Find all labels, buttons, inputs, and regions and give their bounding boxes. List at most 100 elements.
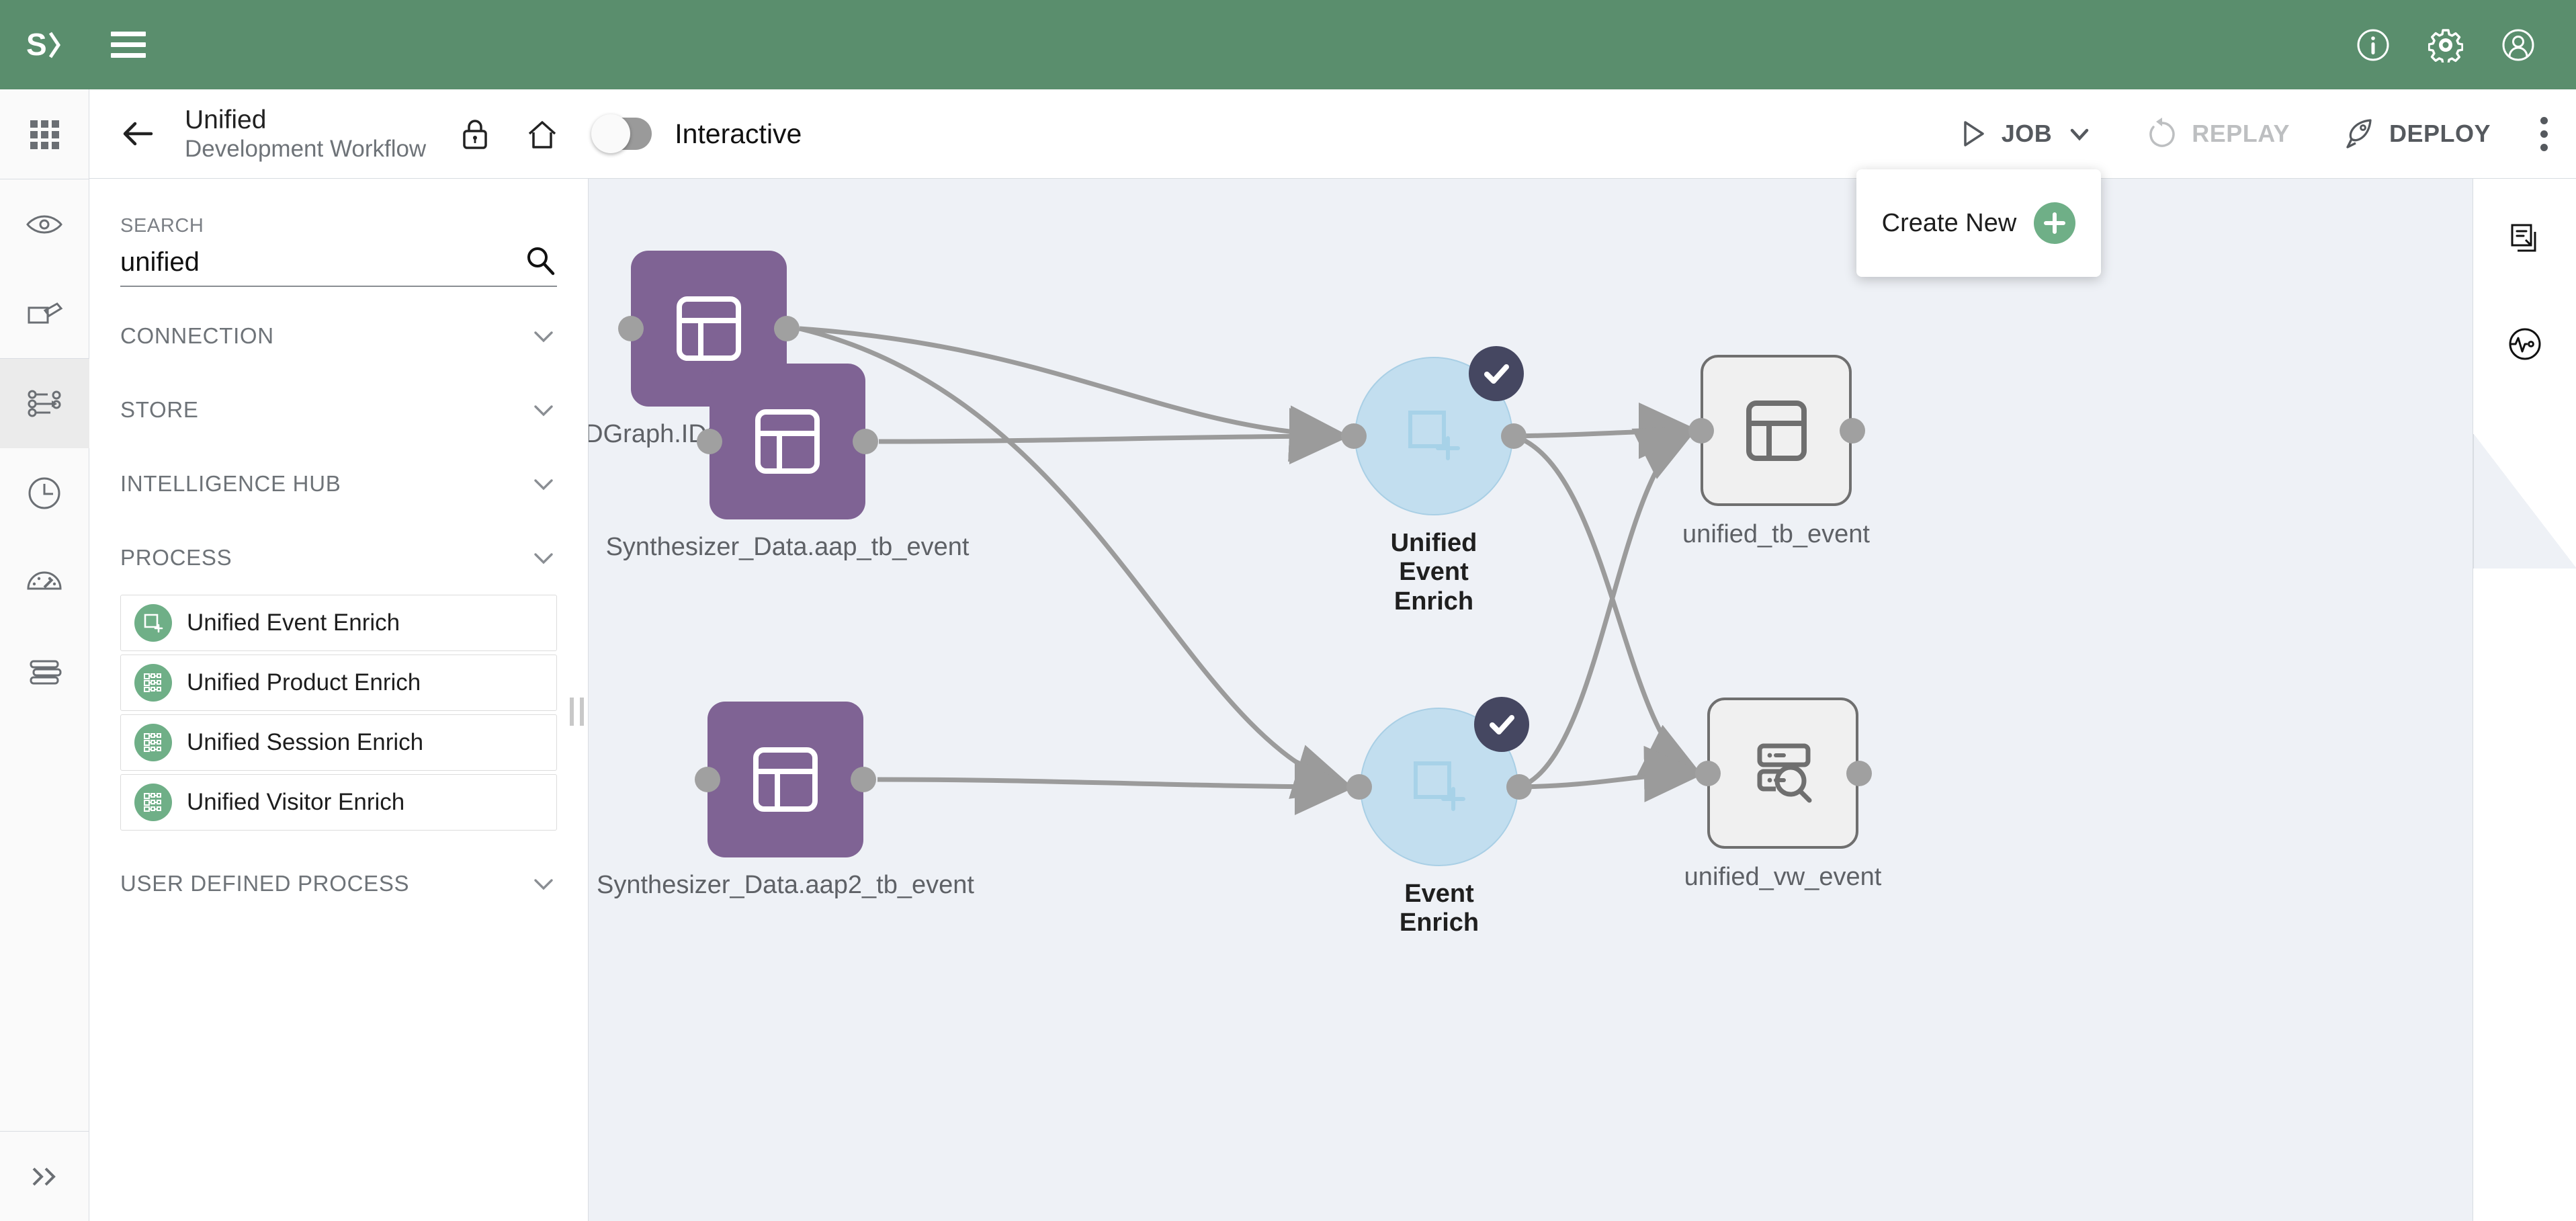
output-table-node[interactable]	[1701, 355, 1852, 506]
panel-corner-fold	[2473, 434, 2576, 569]
output-port[interactable]	[1846, 761, 1872, 786]
list-item[interactable]: Unified Event Enrich	[120, 595, 557, 651]
section-intelligence-hub[interactable]: INTELLIGENCE HUB	[89, 447, 588, 521]
hamburger-icon[interactable]	[111, 32, 146, 58]
lock-icon[interactable]	[457, 116, 493, 152]
input-port[interactable]	[1695, 761, 1721, 786]
canvas-node-unified-vw-event[interactable]: unified_vw_event	[1684, 698, 1881, 891]
sidebar-item-workflow[interactable]	[0, 359, 89, 448]
list-item[interactable]: Unified Session Enrich	[120, 714, 557, 771]
node-label: unified_vw_event	[1684, 863, 1882, 891]
canvas-node-aap-tb-event[interactable]: Synthesizer_Data.aap_tb_event	[606, 364, 969, 561]
sidebar-item-apps[interactable]	[0, 89, 89, 179]
input-port[interactable]	[1688, 418, 1714, 444]
create-new-menu[interactable]: Create New	[1856, 169, 2101, 277]
sidebar-item-edit[interactable]	[0, 269, 89, 358]
replay-label: REPLAY	[2192, 120, 2290, 147]
section-connection[interactable]: CONNECTION	[89, 299, 588, 373]
node-label: unified_tb_event	[1682, 520, 1870, 548]
replay-button[interactable]: REPLAY	[2145, 116, 2290, 151]
sidebar-item-view[interactable]	[0, 179, 89, 269]
sidebar-item-monitor[interactable]	[0, 538, 89, 627]
search-icon[interactable]	[523, 244, 557, 278]
notes-button[interactable]	[2491, 206, 2559, 273]
chevron-down-icon	[534, 553, 553, 564]
input-port[interactable]	[1346, 774, 1372, 800]
job-button[interactable]: JOB	[1955, 116, 2093, 151]
panel-resize-handle[interactable]	[570, 698, 584, 726]
gear-icon[interactable]	[2428, 28, 2463, 62]
sidebar-item-layers[interactable]	[0, 627, 89, 716]
sidebar-item-history[interactable]	[0, 448, 89, 538]
output-port[interactable]	[851, 767, 876, 792]
rail-expand-button[interactable]	[0, 1132, 89, 1221]
input-port[interactable]	[695, 767, 720, 792]
canvas-node-unified-tb-event[interactable]: unified_tb_event	[1682, 355, 1870, 548]
deploy-label: DEPLOY	[2389, 120, 2491, 147]
account-icon[interactable]	[2501, 28, 2536, 62]
check-icon	[1484, 364, 1509, 384]
kebab-menu-icon[interactable]	[2540, 116, 2548, 151]
output-port[interactable]	[1840, 418, 1865, 444]
square-plus-icon	[1408, 411, 1460, 460]
network-grid-icon	[134, 724, 172, 761]
rail-divider	[0, 358, 89, 359]
process-node[interactable]	[1360, 697, 1529, 866]
canvas-node-aap2-tb-event[interactable]: Synthesizer_Data.aap2_tb_event	[597, 702, 974, 899]
panel-gap	[89, 287, 588, 299]
list-item-label: Unified Session Enrich	[187, 729, 424, 755]
source-table-node[interactable]	[710, 364, 865, 519]
plus-icon[interactable]	[2034, 202, 2076, 244]
list-item-label: Unified Visitor Enrich	[187, 789, 405, 815]
status-badge	[1469, 346, 1524, 401]
search-row	[120, 244, 557, 287]
chevron-down-icon	[534, 479, 553, 491]
interactive-toggle-label: Interactive	[675, 118, 802, 149]
output-port[interactable]	[1506, 774, 1532, 800]
section-process[interactable]: PROCESS	[89, 521, 588, 595]
input-port[interactable]	[1341, 423, 1367, 449]
section-user-defined-process[interactable]: USER DEFINED PROCESS	[89, 847, 588, 921]
home-icon[interactable]	[524, 116, 560, 152]
subheader-actions: JOB REPLAY DEPLOY	[1902, 116, 2548, 151]
output-port[interactable]	[1501, 423, 1527, 449]
output-port[interactable]	[774, 316, 800, 341]
view-search-icon	[1757, 743, 1811, 802]
edit-note-icon	[28, 302, 63, 323]
chevron-down-icon	[534, 879, 553, 890]
search-label: SEARCH	[120, 215, 204, 237]
right-tool-panel	[2473, 179, 2576, 1221]
toggle-knob	[591, 114, 631, 153]
list-item[interactable]: Unified Visitor Enrich	[120, 774, 557, 831]
input-port[interactable]	[618, 316, 644, 341]
page-title: Unified Development Workflow	[185, 106, 426, 163]
section-store[interactable]: STORE	[89, 373, 588, 447]
monitor-pulse-icon	[2509, 328, 2540, 360]
deploy-button[interactable]: DEPLOY	[2342, 116, 2491, 151]
app-logo[interactable]: S	[0, 26, 89, 64]
search-block: SEARCH	[89, 215, 588, 287]
source-table-node[interactable]	[707, 702, 863, 857]
output-view-node[interactable]	[1707, 698, 1858, 849]
layers-icon	[30, 660, 62, 684]
process-node[interactable]	[1355, 346, 1524, 515]
section-intelligence-hub-label: INTELLIGENCE HUB	[120, 471, 341, 496]
workflow-icon	[28, 390, 61, 417]
monitor-button[interactable]	[2491, 310, 2559, 378]
list-item[interactable]: Unified Product Enrich	[120, 655, 557, 711]
back-arrow-icon[interactable]	[118, 114, 158, 154]
interactive-toggle[interactable]	[591, 114, 652, 153]
input-port[interactable]	[697, 429, 722, 454]
svg-text:S: S	[26, 27, 47, 62]
output-port[interactable]	[853, 429, 878, 454]
table-icon	[1746, 400, 1807, 461]
workflow-title: Unified	[185, 105, 267, 134]
network-grid-icon	[134, 784, 172, 821]
search-input[interactable]	[120, 247, 523, 278]
workflow-canvas[interactable]: IDGraph.IDG_id_graph Synthesizer_Data.aa…	[589, 179, 2576, 1221]
apps-grid-icon	[30, 120, 59, 149]
info-icon[interactable]	[2356, 28, 2391, 62]
